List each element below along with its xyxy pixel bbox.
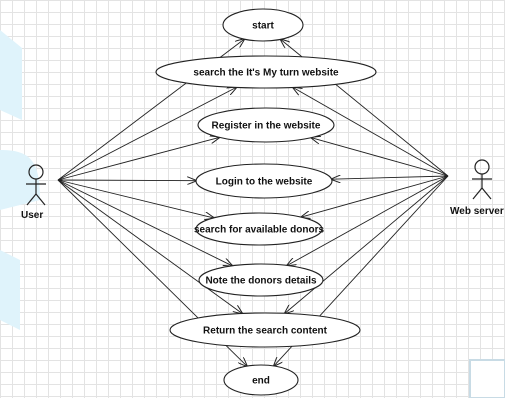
use-case-ellipse-search_site <box>155 55 377 89</box>
use-case-end: end <box>223 364 299 396</box>
decor-box-bottom-right <box>469 359 505 398</box>
use-case-ellipse-note_details <box>198 263 324 297</box>
actor-user-right-leg <box>35 193 46 206</box>
association-user-register <box>57 137 219 181</box>
use-case-ellipse-search_donors <box>195 212 323 246</box>
use-case-ellipse-login <box>195 163 333 199</box>
use-case-ellipse-start <box>222 8 304 42</box>
use-case-label-return_content: Return the search content <box>203 326 328 337</box>
use-case-label-search_site: search the It's My turn website <box>193 68 339 79</box>
use-case-search_site: search the It's My turn website <box>155 55 377 89</box>
association-user-search_site <box>57 87 236 181</box>
association-user-return_content <box>57 179 242 314</box>
use-case-label-note_details: Note the donors details <box>205 276 317 287</box>
association-web-login <box>332 176 449 179</box>
use-case-note_details: Note the donors details <box>198 263 324 297</box>
decor-shape-left-mid <box>0 150 40 210</box>
association-web-register <box>311 138 449 177</box>
use-case-search_donors: search for available donors <box>194 212 324 246</box>
association-lines <box>57 39 449 366</box>
use-case-return_content: Return the search content <box>169 312 361 348</box>
actor-web-server <box>472 159 492 200</box>
association-user-note_details <box>57 179 232 266</box>
association-web-search_site <box>293 88 449 177</box>
use-case-ellipse-end <box>223 364 299 396</box>
use-case-ellipse-return_content <box>169 312 361 348</box>
actor-user <box>26 164 46 206</box>
association-web-search_donors <box>301 175 449 217</box>
actor-web-head <box>474 159 490 175</box>
actor-web-server-label: Web server <box>450 206 504 217</box>
actor-web-left-leg <box>472 187 483 200</box>
use-case-ellipse-register <box>197 107 335 143</box>
actor-user-label: User <box>21 210 43 221</box>
use-case-label-search_donors: search for available donors <box>194 225 324 236</box>
use-case-label-start: start <box>252 21 274 32</box>
use-case-register: Register in the website <box>197 107 335 143</box>
use-case-login: Login to the website <box>195 163 333 199</box>
association-web-note_details <box>287 175 449 266</box>
association-user-search_donors <box>57 179 214 218</box>
decor-shape-left-bottom <box>0 250 20 330</box>
decor-shape-left-top <box>0 30 22 120</box>
actor-user-left-leg <box>26 193 37 206</box>
association-user-login <box>57 180 196 181</box>
use-case-label-end: end <box>252 376 270 387</box>
use-case-label-register: Register in the website <box>212 121 321 132</box>
use-case-label-login: Login to the website <box>216 177 313 188</box>
association-web-return_content <box>285 175 449 313</box>
use-case-start: start <box>222 8 304 42</box>
actor-web-right-leg <box>481 187 492 200</box>
use-cases: start search the It's My turn websiteRegi… <box>155 8 377 396</box>
